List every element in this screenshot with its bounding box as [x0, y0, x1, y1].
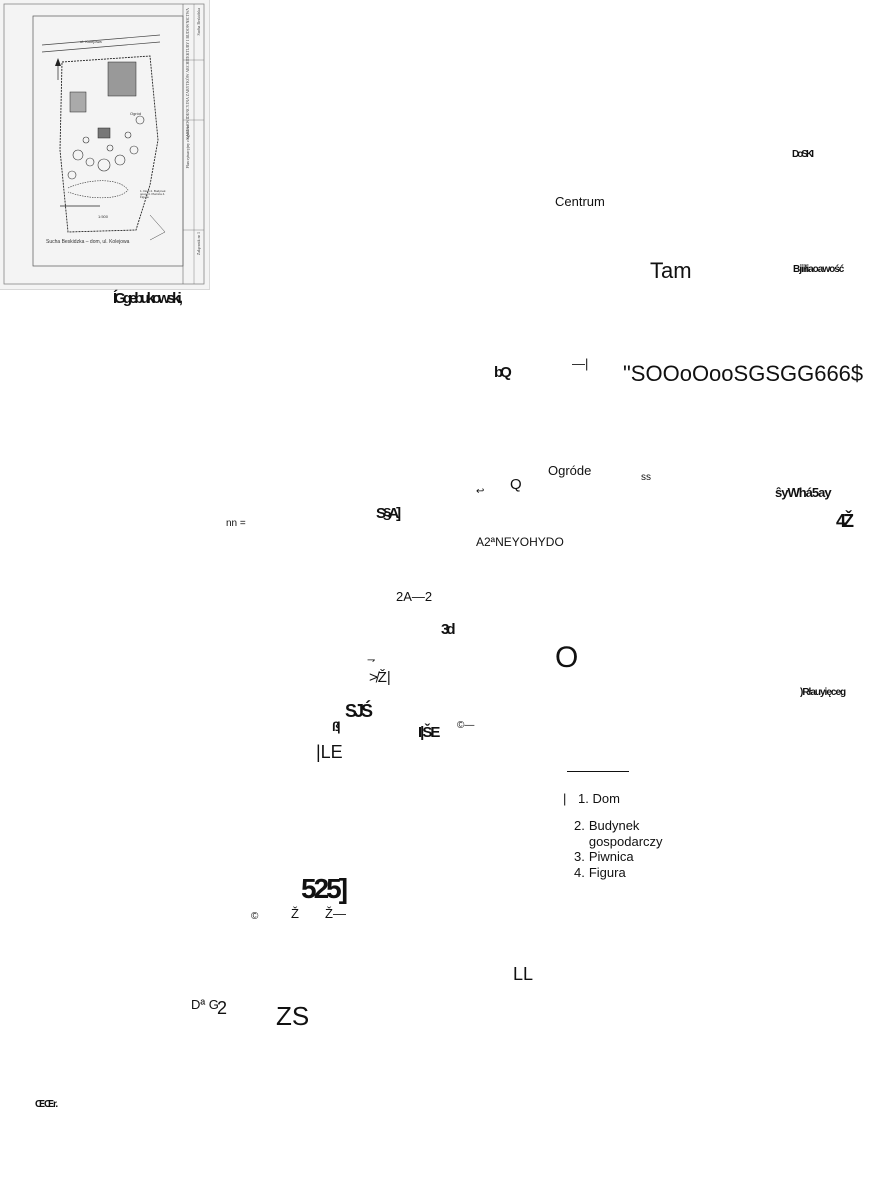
sla-text: S§A] [376, 505, 401, 522]
z-one: Ž [291, 906, 299, 921]
bottom-left-text: ŒŒr. [35, 1099, 58, 1110]
legend-rule [567, 771, 629, 772]
z-two: Ž— [325, 906, 346, 921]
thumb-garden: Ogród [130, 111, 142, 116]
thumb-caption: Sucha Beskidzka – dom, ul. Kolejowa [46, 239, 130, 245]
author-text: ÍGgebukowski, [113, 290, 183, 307]
four-block: 4Ž [836, 511, 854, 531]
legend-item-1-num: 1. [578, 791, 589, 806]
small-arrow: ⇁ [367, 655, 376, 666]
legend-pipe: | [563, 791, 567, 806]
sheet-title-col: KARTA EWIDENCYJNA ZABYTKÓW ARCHITEKTURY … [185, 8, 190, 140]
legend-item-4-num: 4. [574, 864, 585, 880]
two-a-text: 2A—2 [396, 589, 433, 604]
zs-text: ZS [276, 1001, 310, 1031]
ll-text: LL [513, 964, 534, 984]
legend-item-3: 3. Piwnica [574, 849, 699, 865]
b-glyph: ß| [332, 719, 340, 734]
ss-text: ss [641, 472, 651, 483]
legend-item-3-label: Piwnica [588, 849, 634, 865]
site-plan-thumbnail: KARTA EWIDENCYJNA ZABYTKÓW ARCHITEKTURY … [0, 0, 210, 290]
nn-eq: nn = [226, 518, 246, 529]
dg-text: Dª G [191, 997, 219, 1012]
q-letter: Q [510, 476, 522, 493]
dash-bar: —| [572, 356, 589, 371]
sheet-plan-col: Plan sytuacyjny z ogrodem [185, 125, 190, 169]
legend-item-3-num: 3. [574, 849, 585, 865]
site-plan-drawing [3, 3, 205, 285]
sjs-text: SJŚ [345, 701, 373, 721]
bq-text: bQ [494, 364, 512, 381]
big-o: O [555, 641, 579, 674]
lay-string: ŝyWhá5ay [775, 485, 832, 500]
legend-item-1: 1. Dom [578, 792, 620, 805]
legend-item-4-label: Figura [588, 864, 626, 880]
thumb-scale: 1:500 [98, 214, 109, 219]
copyright-tick: ©— [457, 720, 475, 731]
tam-text: Tam [650, 258, 692, 283]
legend-item-4: 4. Figura [574, 865, 699, 881]
sheet-annex-col: Załącznik nr 1 [196, 232, 201, 256]
sheet-location-col: Sucha Beskidzka [196, 8, 201, 36]
legend-item-2: 2. Budynek gospodarczy [574, 818, 699, 849]
thumb-street: ul. Kolejowa [80, 39, 102, 44]
legend-item-2-num: 2. [574, 818, 585, 833]
le-text: |LE [316, 742, 343, 762]
three-d-text: 3d [441, 621, 455, 638]
wlasnosc-text: Bjiiłiaoawość [793, 264, 844, 275]
legend-item-2-label: Budynek gospodarczy [588, 818, 663, 849]
ie-glyph: I|ŠE [418, 724, 440, 741]
c-symbol: © [251, 911, 259, 922]
two-text: 2 [217, 998, 228, 1018]
five-fig: 525] [301, 873, 348, 904]
arrow-small: ↩ [476, 486, 485, 497]
centrum-label: Centrum [555, 194, 605, 209]
legend-item-1-label: Dom [592, 791, 620, 806]
apnyohydo-text: A2ªNEYOHYDO [476, 535, 564, 549]
legend-list: 2. Budynek gospodarczy 3. Piwnica 4. Fig… [574, 818, 699, 880]
right-margin-text: )Rłauyięceg [800, 687, 846, 698]
doski-text: DoSKI [792, 149, 814, 160]
ogrode-label: Ogróde [548, 463, 592, 478]
thumb-legend: 1. Dom 2. Budynek gosp. 3. Piwnica 4. Fi… [140, 189, 166, 199]
z-bar-text: ≯Ž| [369, 669, 391, 686]
code-string: "SOOoOooSGSGG666$ [623, 361, 864, 386]
